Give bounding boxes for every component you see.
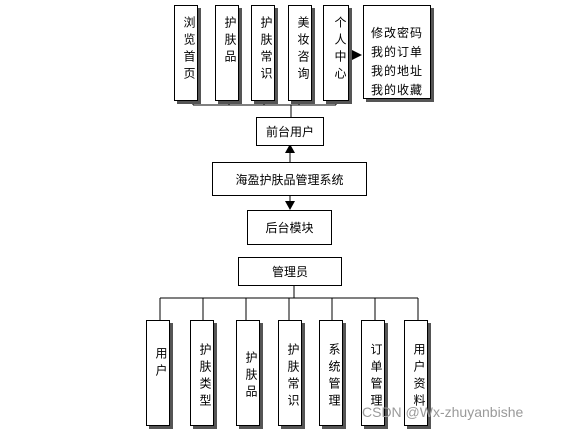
submenu-item: 我的收藏 (370, 83, 423, 97)
arrow-right-head (352, 50, 362, 60)
arrow-up-head (285, 144, 295, 153)
module-browse-home: 浏览首页 (174, 5, 198, 101)
module-skincare-products: 护肤品 (215, 5, 239, 101)
node-label: 后台模块 (265, 221, 314, 235)
front-users-node: 前台用户 (256, 117, 324, 146)
module-label: 系统管理 (327, 343, 341, 411)
module-label: 个人中心 (333, 16, 347, 84)
module-label: 护肤品 (244, 351, 258, 402)
submenu-item: 我的订单 (370, 45, 423, 59)
module-label: 用户 (154, 347, 168, 381)
backend-node: 后台模块 (247, 210, 332, 245)
submenu-item: 我的地址 (370, 64, 423, 78)
module-personal-center: 个人中心 (323, 5, 349, 101)
admin-module-users: 用户 (146, 320, 170, 426)
watermark-text: CSDN @Wx-zhuyanbishe (362, 404, 524, 420)
admin-module-skincare-knowledge: 护肤常识 (278, 320, 302, 426)
module-label: 用户资料 (412, 343, 426, 411)
node-label: 管理员 (271, 265, 308, 279)
module-skincare-knowledge: 护肤常识 (251, 5, 275, 101)
admin-module-skincare-type: 护肤类型 (190, 320, 214, 426)
admin-module-skincare-products: 护肤品 (236, 320, 260, 426)
module-label: 订单管理 (369, 343, 383, 411)
system-node: 海盈护肤品管理系统 (212, 162, 367, 196)
module-label: 浏览首页 (182, 16, 196, 84)
admin-module-order-management: 订单管理 (361, 320, 385, 426)
admin-module-system-management: 系统管理 (319, 320, 343, 426)
module-beauty-consult: 美妆咨询 (288, 5, 312, 101)
module-label: 护肤常识 (286, 343, 300, 411)
module-label: 护肤常识 (259, 16, 273, 84)
node-label: 海盈护肤品管理系统 (235, 172, 344, 187)
admin-node: 管理员 (238, 257, 342, 286)
admin-module-user-profile: 用户资料 (404, 320, 428, 426)
arrow-down-head (285, 201, 295, 210)
submenu-item: 修改密码 (370, 26, 423, 40)
module-label: 护肤品 (223, 16, 237, 67)
personal-center-submenu: 修改密码 我的订单 我的地址 我的收藏 (363, 5, 431, 99)
module-label: 护肤类型 (198, 343, 212, 411)
module-label: 美妆咨询 (296, 16, 310, 84)
node-label: 前台用户 (265, 125, 314, 139)
